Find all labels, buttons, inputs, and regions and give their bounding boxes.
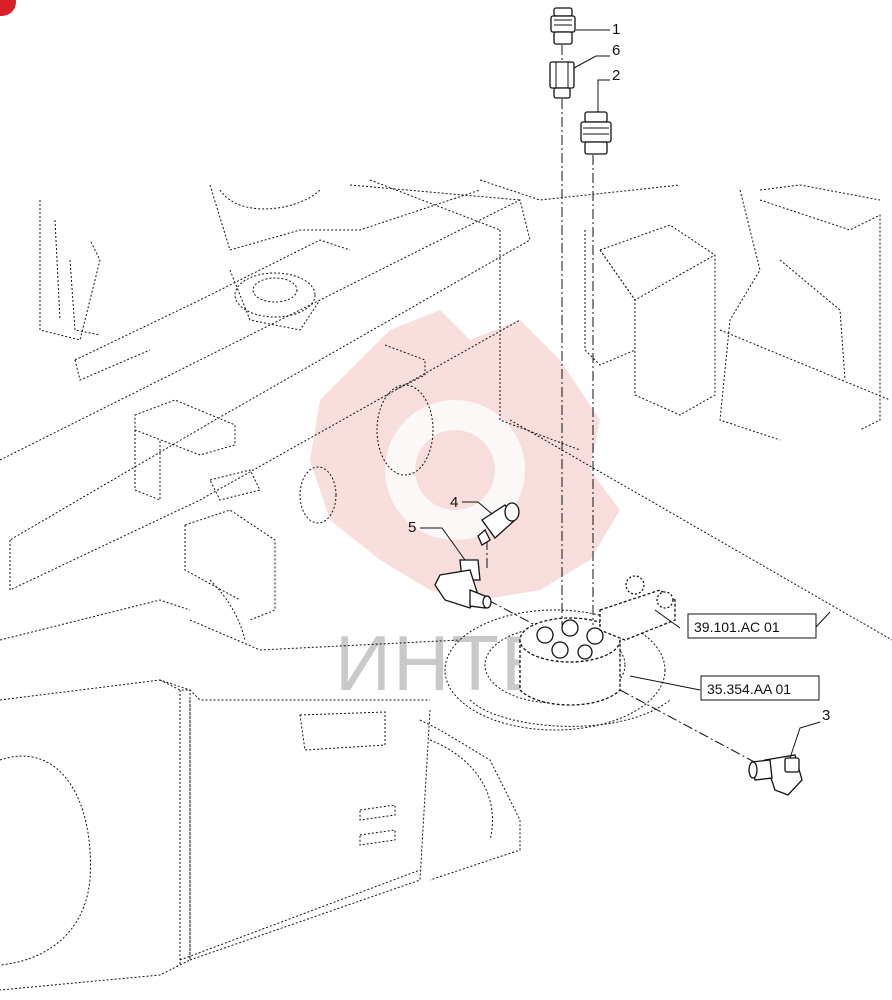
swivel-joint: [519, 575, 676, 706]
callout-2: 2: [612, 67, 620, 84]
reference-39-101-ac-01[interactable]: 39.101.AC 01: [687, 613, 817, 639]
reference-35-354-aa-01[interactable]: 35.354.AA 01: [700, 675, 820, 701]
machine-frame: [0, 179, 892, 991]
callout-6: 6: [612, 42, 620, 59]
watermark-logo: [310, 310, 620, 600]
callout-5: 5: [408, 519, 416, 536]
callout-1: 1: [612, 21, 620, 38]
svg-text:35.354.AA 01: 35.354.AA 01: [707, 681, 791, 697]
part-3-elbow[interactable]: [748, 754, 803, 796]
part-5-elbow[interactable]: [434, 559, 492, 609]
part-1-fitting[interactable]: [550, 7, 576, 45]
callout-4: 4: [450, 494, 458, 511]
callout-3: 3: [822, 707, 830, 724]
callout-leaders: [420, 29, 831, 759]
part-2-fitting[interactable]: [580, 111, 612, 155]
part-6-nut[interactable]: [549, 61, 575, 99]
centerlines: [486, 45, 761, 766]
corner-marker: [0, 0, 16, 16]
svg-text:39.101.AC 01: 39.101.AC 01: [694, 619, 780, 635]
part-4-fitting[interactable]: [477, 502, 520, 546]
